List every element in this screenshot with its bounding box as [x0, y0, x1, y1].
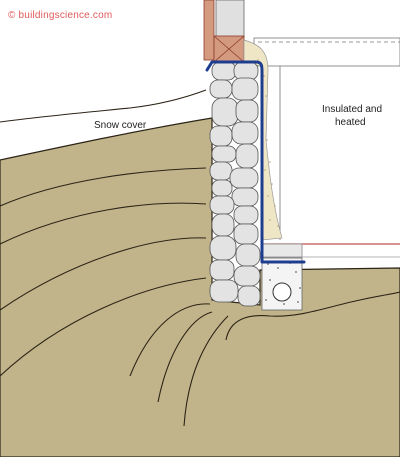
snow-cover-line	[0, 89, 207, 123]
floor-slab	[261, 243, 303, 258]
gravel-dots	[265, 262, 301, 305]
watermark-text: © buildingscience.com	[8, 10, 113, 21]
snow-cover-label: Snow cover	[94, 120, 147, 131]
interior-label-line2: heated	[335, 117, 366, 128]
frost-lines	[0, 167, 400, 427]
upper-wall-block	[215, 0, 245, 39]
exterior-cladding	[203, 0, 215, 61]
exterior-soil	[0, 117, 400, 457]
brick-cross-2	[213, 35, 245, 63]
stone-foundation	[209, 61, 261, 307]
drain-pipe	[272, 282, 292, 302]
air-barrier-membrane	[205, 60, 306, 264]
interior-label-line1: Insulated and	[322, 104, 382, 115]
